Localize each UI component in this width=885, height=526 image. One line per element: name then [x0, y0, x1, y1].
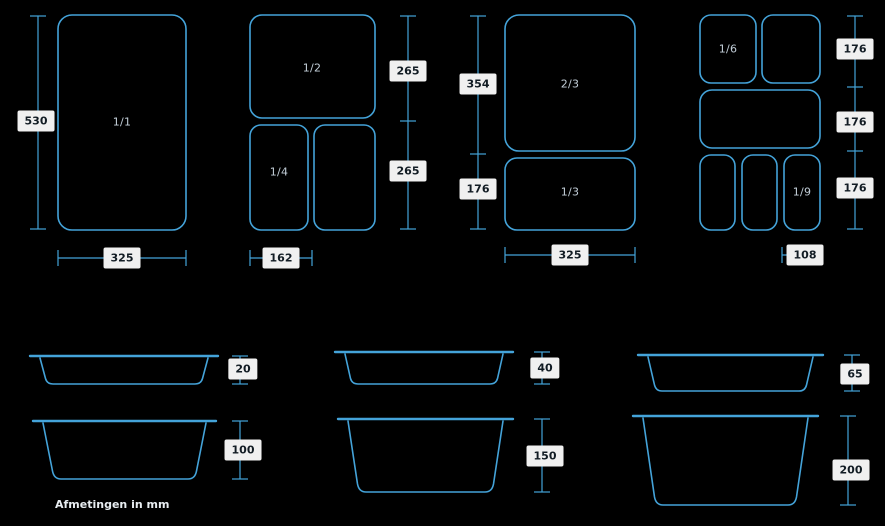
- dim-value-176-c: 176: [836, 177, 874, 199]
- side-pan-100-body: [42, 422, 207, 480]
- pan-label-1-3: 1/3: [560, 185, 580, 199]
- side-pan-65-body: [647, 356, 814, 392]
- pan-label-1-2: 1/2: [302, 61, 322, 75]
- pan-middle-wide-outline: [699, 89, 821, 149]
- dim-value-depth-40: 40: [530, 357, 560, 379]
- side-pan-20-body: [39, 357, 209, 385]
- dim-line-265-265: [400, 15, 416, 230]
- pan-1-6-left-outline: [699, 14, 757, 84]
- dim-value-depth-100: 100: [224, 439, 262, 461]
- pan-2-3-outline: [504, 14, 636, 152]
- dim-value-530: 530: [17, 110, 55, 132]
- side-pan-150-body: [347, 420, 504, 493]
- dim-value-265-bottom: 265: [389, 160, 427, 182]
- dim-value-176-b: 176: [836, 111, 874, 133]
- pan-label-1-6: 1/6: [718, 42, 738, 56]
- dim-value-depth-150: 150: [526, 445, 564, 467]
- dim-value-325-right: 325: [551, 244, 589, 266]
- pan-label-1-4: 1/4: [269, 165, 289, 179]
- side-pan-40-body: [344, 353, 504, 385]
- pan-1-6-right-outline: [761, 14, 821, 84]
- dim-value-176-left: 176: [459, 178, 497, 200]
- dim-value-325-left: 325: [103, 247, 141, 269]
- dim-value-265-top: 265: [389, 60, 427, 82]
- pan-1-1-outline: [57, 14, 187, 231]
- dim-value-depth-65: 65: [840, 363, 870, 385]
- pan-1-4-left-outline: [249, 124, 309, 231]
- dim-value-162: 162: [262, 247, 300, 269]
- pan-1-2-outline: [249, 14, 376, 119]
- pan-label-1-9: 1/9: [792, 185, 812, 199]
- pan-1-3-outline: [504, 157, 636, 231]
- side-pan-200-body: [642, 417, 809, 506]
- pan-1-9-middle-outline: [741, 154, 778, 231]
- dim-value-176-a: 176: [836, 38, 874, 60]
- dim-value-108: 108: [786, 244, 824, 266]
- dim-value-depth-200: 200: [832, 459, 870, 481]
- pan-label-1-1: 1/1: [112, 115, 132, 129]
- pan-1-4-right-outline: [313, 124, 376, 231]
- pan-1-9-left-outline: [699, 154, 736, 231]
- pan-1-9-right-outline: [783, 154, 821, 231]
- pan-label-2-3: 2/3: [560, 77, 580, 91]
- dim-value-depth-20: 20: [228, 358, 258, 380]
- dimensions-note: Afmetingen in mm: [55, 498, 170, 511]
- dim-value-354: 354: [459, 73, 497, 95]
